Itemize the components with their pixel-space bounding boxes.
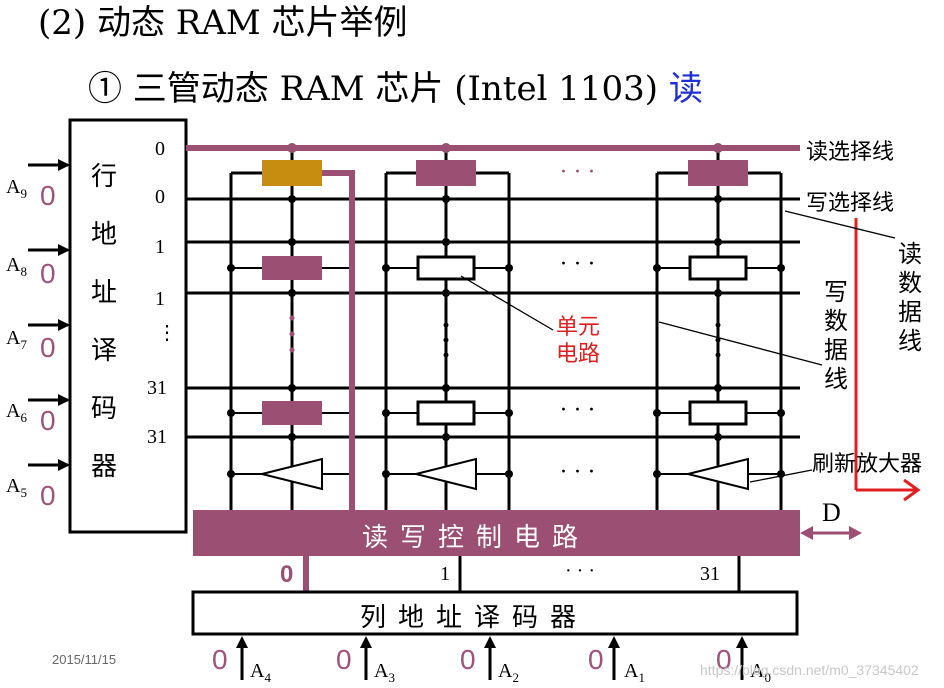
read-select-line-label: 读选择线 <box>806 140 895 165</box>
column-number-dots: · · · <box>565 560 595 582</box>
address-value-a9: 0 <box>40 180 56 211</box>
cell-selected <box>262 160 322 186</box>
row-number: ⋮ <box>157 322 177 344</box>
address-input-a8: A8 <box>6 254 27 279</box>
row-number: 1 <box>155 288 165 310</box>
cell <box>262 256 322 280</box>
address-value-a5: 0 <box>40 480 56 511</box>
data-pin-label: D <box>822 498 841 527</box>
address-value-a1: 0 <box>588 644 604 675</box>
column-decoder-label: 列地址译码器 <box>360 603 589 633</box>
cell <box>688 400 748 426</box>
column-group-31 <box>653 143 785 510</box>
column-ellipsis: · · · <box>560 160 595 185</box>
subtitle-read-word: 读 <box>668 69 703 109</box>
address-input-a2: A2 <box>498 660 519 685</box>
column-number-1: 1 <box>440 563 450 585</box>
write-select-line-label: 写选择线 <box>806 191 895 216</box>
column-ellipsis: · · · <box>560 252 595 277</box>
address-value-a2: 0 <box>460 644 476 675</box>
subtitle: ① 三管动态 RAM 芯片 (Intel 1103) 读 <box>88 72 703 106</box>
page-title: (2) 动态 RAM 芯片举例 <box>38 3 408 43</box>
address-value-a4: 0 <box>212 644 228 675</box>
read-data-path-arrow <box>854 218 921 502</box>
cell-circuit-label: 单元电路 <box>556 315 601 367</box>
column-ellipsis: · · · <box>560 398 595 423</box>
address-value-a7: 0 <box>40 332 56 363</box>
address-value-a0: 0 <box>716 644 732 675</box>
watermark: https://blog.csdn.net/m0_37345402 <box>700 662 919 678</box>
column-ellipsis: · · · <box>560 460 595 485</box>
address-input-a4: A4 <box>250 660 271 685</box>
column-number-0: 0 <box>280 561 294 588</box>
column-address-arrows <box>236 636 748 680</box>
row-number: 31 <box>147 426 167 448</box>
cell <box>416 400 476 426</box>
read-data-line-label: 读数据线 <box>898 240 922 355</box>
write-data-line-label: 写数据线 <box>824 278 848 393</box>
address-input-a6: A6 <box>6 400 27 425</box>
row-decoder-box <box>68 118 188 534</box>
address-input-a3: A3 <box>374 660 395 685</box>
row-number: 0 <box>155 138 165 160</box>
footer-date: 2015/11/15 <box>52 652 117 667</box>
cell <box>262 401 322 425</box>
address-input-a1: A1 <box>624 660 645 685</box>
row-number: 31 <box>147 377 167 399</box>
address-value-a8: 0 <box>40 258 56 289</box>
column-decoder-box <box>191 590 799 636</box>
address-input-a9: A9 <box>6 176 27 201</box>
column-number-31: 31 <box>700 563 720 585</box>
address-input-a0: A0 <box>750 660 771 685</box>
leader-lines <box>460 210 896 483</box>
rw-control-label: 读写控制电路 <box>362 523 591 553</box>
data-pin-arrow <box>800 526 862 540</box>
column-group-1 <box>382 143 513 510</box>
row-address-arrows <box>28 159 70 471</box>
subtitle-text: ① 三管动态 RAM 芯片 (Intel 1103) <box>88 69 659 109</box>
address-value-a3: 0 <box>336 644 352 675</box>
address-value-a6: 0 <box>40 405 56 436</box>
address-input-a5: A5 <box>6 475 27 500</box>
column-group-0 <box>227 143 355 510</box>
cell <box>416 255 476 281</box>
address-input-a7: A7 <box>6 327 27 352</box>
cell <box>688 255 748 281</box>
row-decoder-label: 行 地 址 译 码 器 <box>90 162 117 482</box>
rw-control-bar <box>193 510 800 556</box>
cell <box>688 160 748 186</box>
cell <box>416 160 476 186</box>
row-number: 1 <box>155 236 165 258</box>
row-number: 0 <box>155 186 165 208</box>
refresh-amplifier-label: 刷新放大器 <box>812 452 923 477</box>
